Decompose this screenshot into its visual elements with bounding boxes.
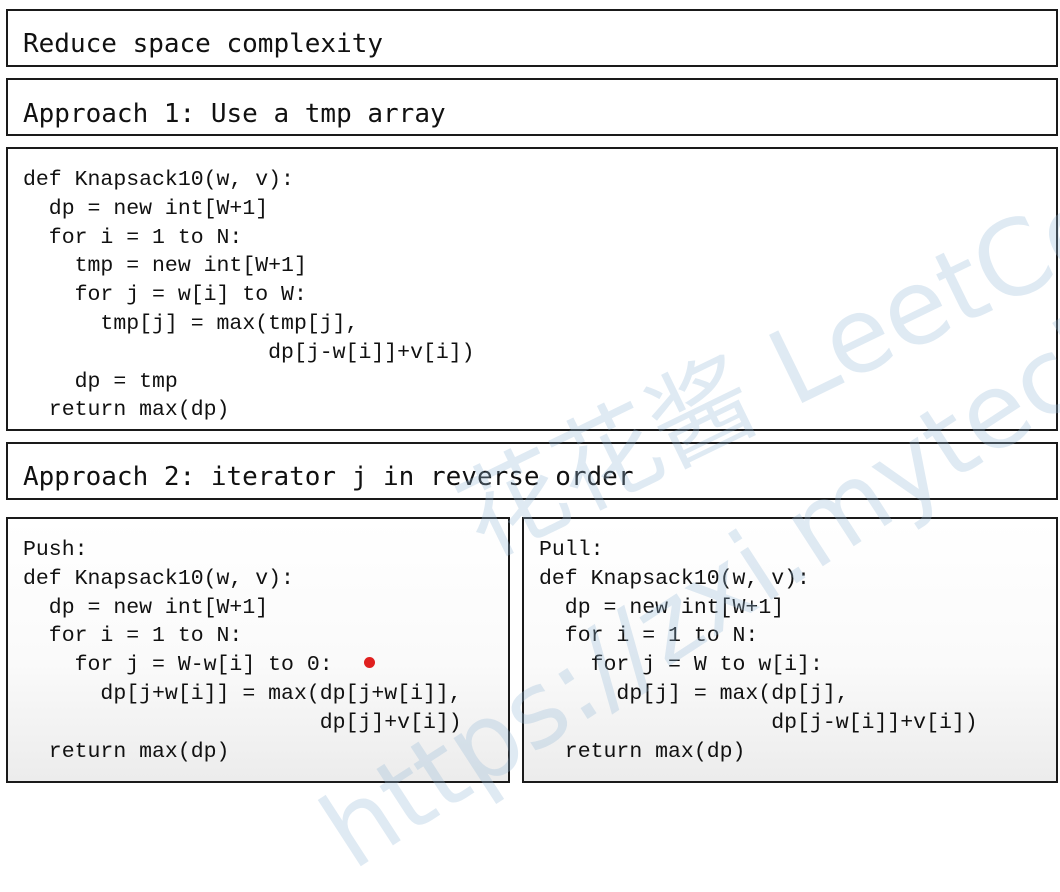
code-line: dp[j-w[i]]+v[i]) — [539, 710, 978, 735]
approach1-code: def Knapsack10(w, v): dp = new int[W+1] … — [8, 149, 1056, 425]
pointer-dot — [364, 657, 375, 668]
push-code: Push: def Knapsack10(w, v): dp = new int[… — [8, 519, 508, 766]
page-title: Reduce space complexity — [23, 29, 384, 59]
code-line: dp = new int[W+1] — [23, 595, 269, 620]
code-line: dp[j+w[i]] = max(dp[j+w[i]], — [23, 681, 462, 706]
approach2-heading: Approach 2: iterator j in reverse order — [23, 462, 634, 492]
code-line: return max(dp) — [23, 398, 230, 423]
pull-code-box: Pull: def Knapsack10(w, v): dp = new int[… — [522, 517, 1058, 783]
code-line: for i = 1 to N: — [539, 624, 759, 649]
code-line: for i = 1 to N: — [23, 624, 243, 649]
code-line: def Knapsack10(w, v): — [23, 566, 294, 591]
code-line: tmp[j] = max(tmp[j], — [23, 311, 359, 336]
code-line: Push: — [23, 538, 88, 562]
code-line: for j = W-w[i] to 0: — [23, 653, 333, 678]
code-line: dp = new int[W+1] — [539, 595, 785, 620]
approach1-heading-box: Approach 1: Use a tmp array — [6, 78, 1058, 136]
title-box: Reduce space complexity — [6, 9, 1058, 67]
approach1-code-box: def Knapsack10(w, v): dp = new int[W+1] … — [6, 147, 1058, 431]
code-line: Pull: — [539, 538, 604, 562]
code-line: for j = W to w[i]: — [539, 653, 823, 678]
code-line: tmp = new int[W+1] — [23, 254, 307, 279]
push-code-box: Push: def Knapsack10(w, v): dp = new int[… — [6, 517, 510, 783]
code-line: dp = tmp — [23, 369, 178, 394]
code-line: dp = new int[W+1] — [23, 196, 269, 221]
approach1-heading: Approach 1: Use a tmp array — [23, 99, 446, 129]
code-line: dp[j] = max(dp[j], — [539, 681, 849, 706]
code-line: for j = w[i] to W: — [23, 283, 307, 308]
code-line: dp[j]+v[i]) — [23, 710, 462, 735]
approach2-heading-box: Approach 2: iterator j in reverse order — [6, 442, 1058, 500]
code-line: dp[j-w[i]]+v[i]) — [23, 340, 475, 365]
code-line: for i = 1 to N: — [23, 225, 243, 250]
code-line: return max(dp) — [539, 739, 746, 764]
code-line: def Knapsack10(w, v): — [539, 566, 810, 591]
pull-code: Pull: def Knapsack10(w, v): dp = new int[… — [524, 519, 1056, 766]
code-line: def Knapsack10(w, v): — [23, 168, 294, 192]
code-line: return max(dp) — [23, 739, 230, 764]
